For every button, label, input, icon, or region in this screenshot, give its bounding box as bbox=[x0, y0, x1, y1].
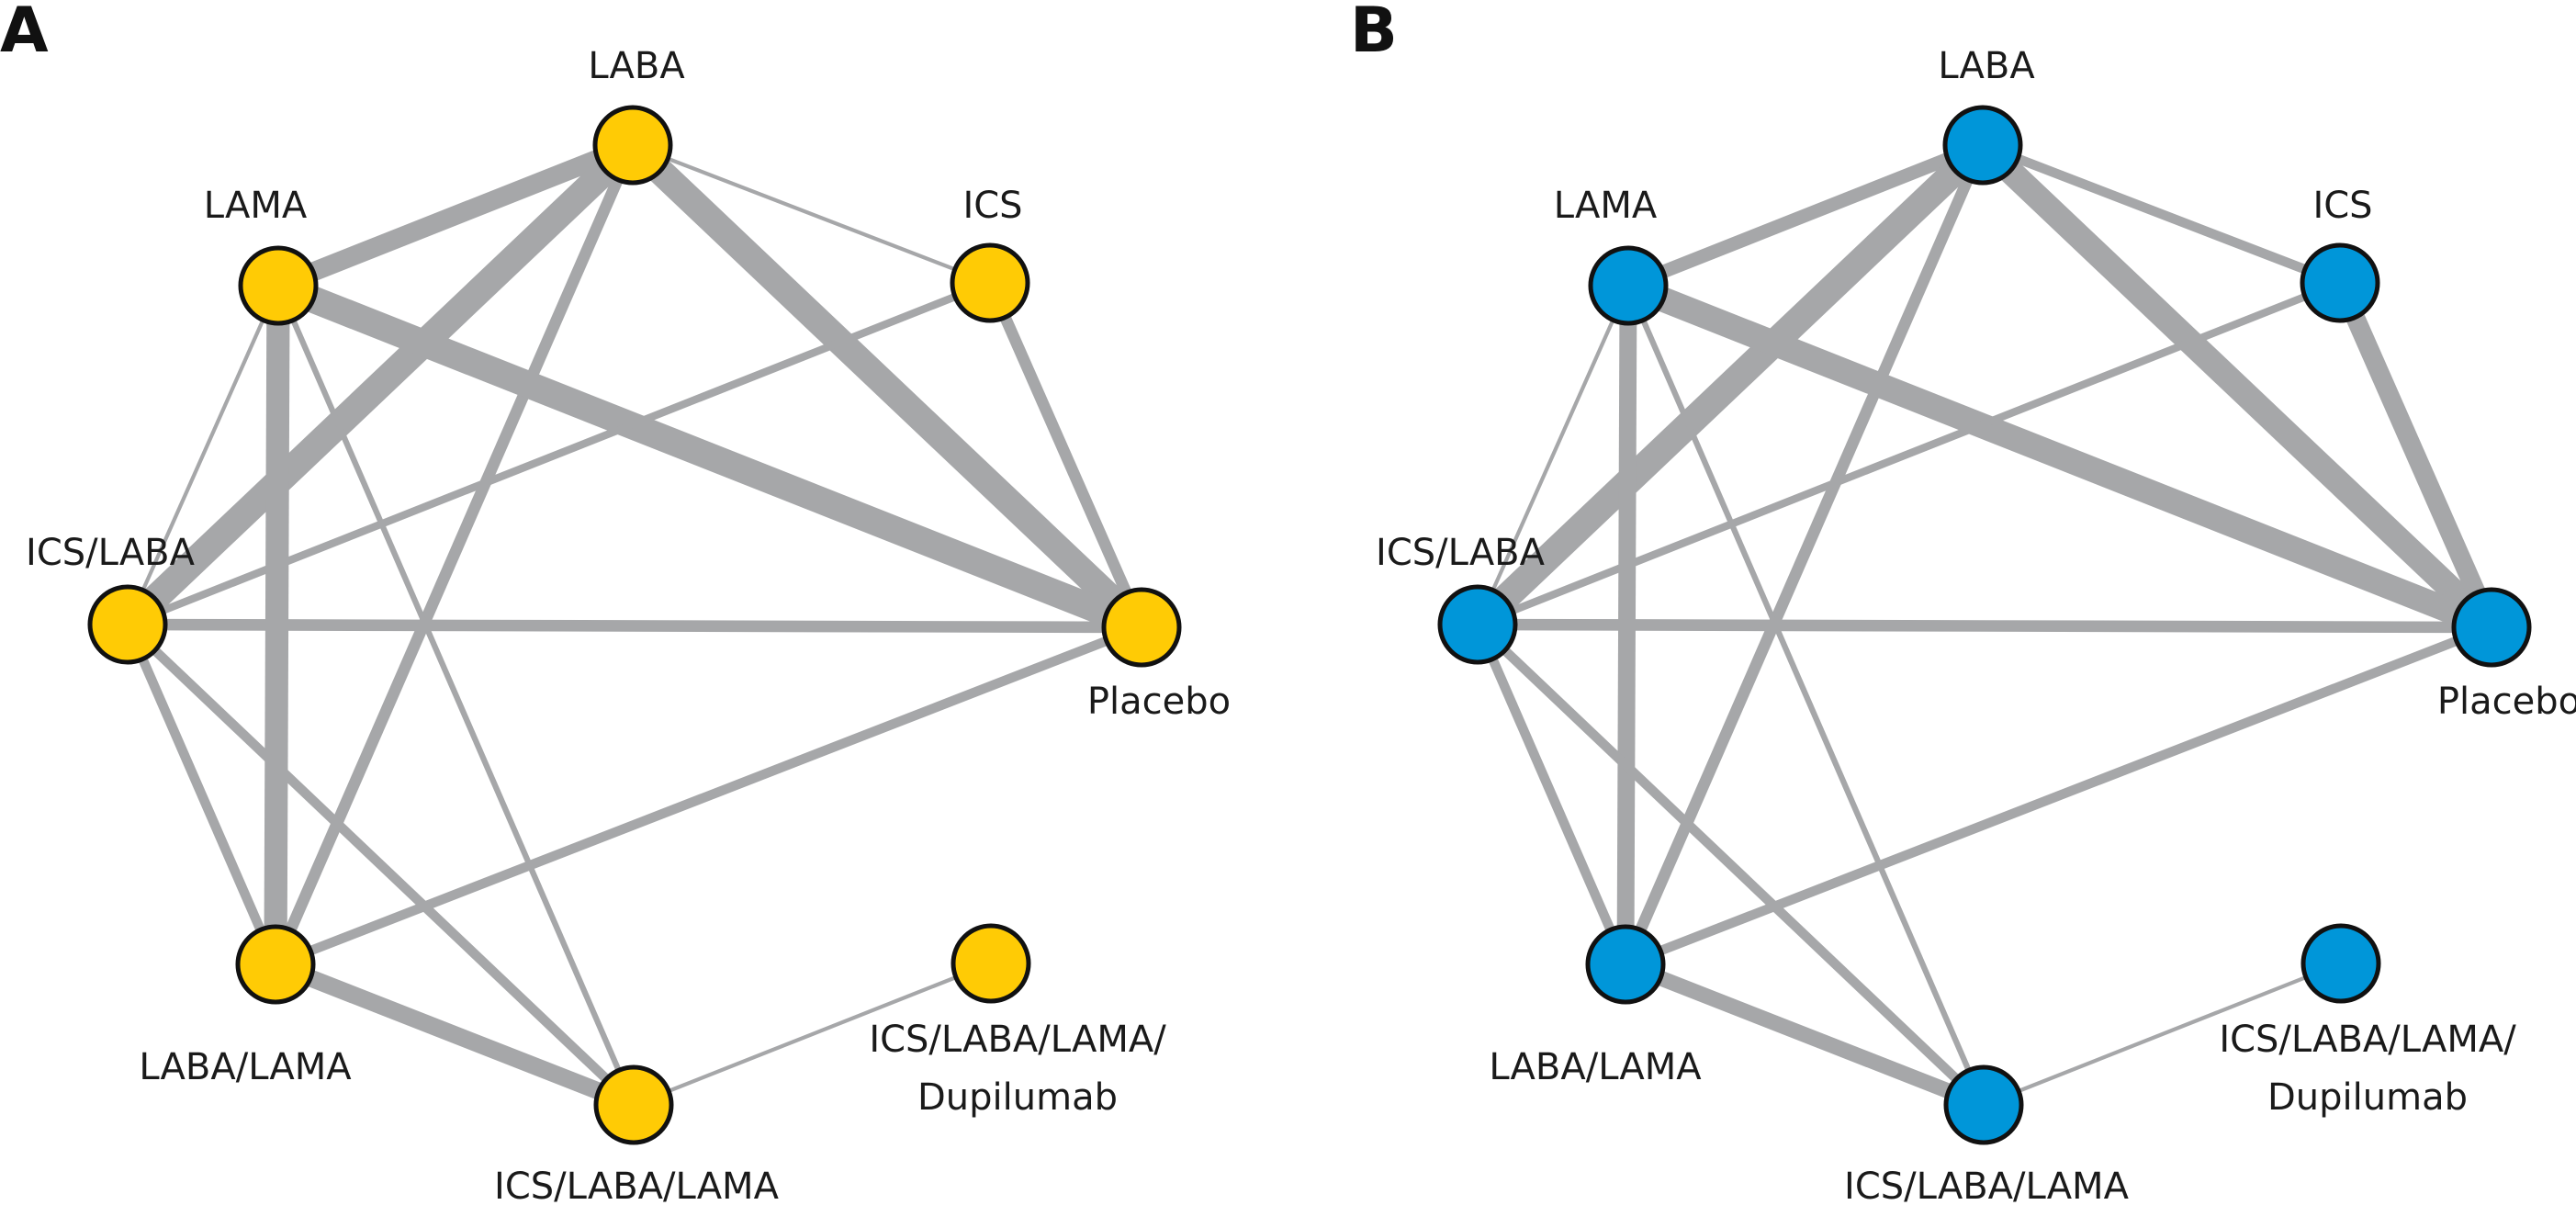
edge-lama-ics-laba bbox=[1476, 285, 1630, 625]
node-ics-laba bbox=[1437, 584, 1518, 665]
edge-lama-placebo bbox=[273, 273, 1147, 640]
edge-ics-ics-laba bbox=[126, 279, 992, 628]
label-laba: LABA bbox=[1938, 45, 2035, 87]
label-ics-laba-lama: ICS/LABA/LAMA bbox=[1844, 1166, 2130, 1205]
label-lama: LAMA bbox=[204, 185, 308, 227]
edge-ics-laba-ics-laba-lama bbox=[124, 621, 637, 1109]
edge-laba-placebo bbox=[623, 135, 1152, 637]
node-lama bbox=[1588, 245, 1669, 326]
label-ics-laba: ICS/LABA bbox=[1376, 532, 1546, 574]
edge-laba-ics bbox=[632, 143, 991, 285]
edge-placebo-laba-lama bbox=[274, 623, 1143, 969]
node-placebo bbox=[2451, 587, 2532, 668]
panel-letter-a: A bbox=[0, 0, 49, 67]
label-laba-lama: LABA/LAMA bbox=[139, 1046, 352, 1088]
edge-laba-ics bbox=[1981, 141, 2342, 287]
node-laba-lama bbox=[235, 924, 316, 1005]
edge-group-a bbox=[118, 135, 1152, 1113]
edge-lama-laba bbox=[1625, 139, 1985, 292]
label-dupi: ICS/LABA/LAMA/Dupilumab bbox=[2219, 1019, 2516, 1119]
label-placebo: Placebo bbox=[2437, 681, 2576, 723]
label-ics-laba-lama: ICS/LABA/LAMA bbox=[494, 1166, 780, 1205]
edge-ics-laba-placebo bbox=[1477, 618, 2492, 634]
node-laba bbox=[592, 105, 673, 186]
edge-laba-placebo bbox=[1974, 136, 2501, 636]
edge-ics-laba-lama-dupi bbox=[633, 962, 992, 1107]
node-dupi bbox=[2300, 923, 2381, 1004]
panel-letter-b: B bbox=[1350, 0, 1398, 67]
label-placebo: Placebo bbox=[1087, 681, 1231, 723]
edge-lama-laba bbox=[275, 136, 636, 295]
label-laba: LABA bbox=[588, 45, 685, 87]
edge-lama-ics-laba-lama bbox=[1625, 284, 1986, 1107]
label-laba-lama: LABA/LAMA bbox=[1489, 1046, 1702, 1088]
node-lama bbox=[238, 245, 319, 326]
node-ics bbox=[950, 242, 1030, 323]
label-dupi: ICS/LABA/LAMA/Dupilumab bbox=[869, 1019, 1166, 1119]
node-placebo bbox=[1101, 587, 1182, 668]
node-ics bbox=[2300, 242, 2380, 323]
node-laba-lama bbox=[1585, 924, 1666, 1005]
edge-laba-lama-ics-laba-lama bbox=[1622, 957, 1987, 1112]
edge-laba-ics-laba bbox=[118, 135, 643, 635]
edge-ics-placebo bbox=[2331, 278, 2501, 632]
edge-ics-laba-lama-dupi bbox=[1983, 962, 2342, 1107]
edge-ics-laba-ics-laba-lama bbox=[1474, 621, 1987, 1109]
label-ics: ICS bbox=[2312, 185, 2372, 227]
edge-ics-placebo bbox=[984, 280, 1147, 630]
edge-placebo-laba-lama bbox=[1624, 623, 2493, 969]
node-dupi bbox=[951, 923, 1031, 1004]
edge-lama-ics-laba-lama bbox=[276, 284, 636, 1107]
edge-ics-laba-laba-lama bbox=[1473, 622, 1630, 967]
edge-laba-lama-ics-laba-lama bbox=[272, 956, 637, 1113]
edge-group-b bbox=[1468, 135, 2501, 1112]
label-lama: LAMA bbox=[1554, 185, 1658, 227]
edge-ics-laba-placebo bbox=[127, 618, 1142, 634]
node-ics-laba-lama bbox=[593, 1064, 674, 1145]
label-ics: ICS bbox=[962, 185, 1022, 227]
node-ics-laba bbox=[87, 584, 168, 665]
edge-ics-laba-laba-lama bbox=[123, 622, 280, 967]
label-ics-laba: ICS/LABA bbox=[26, 532, 196, 574]
edge-lama-ics-laba bbox=[126, 285, 280, 625]
node-laba bbox=[1942, 105, 2023, 186]
node-ics-laba-lama bbox=[1943, 1064, 2024, 1145]
edge-laba-ics-laba bbox=[1468, 135, 1993, 635]
edge-ics-ics-laba bbox=[1476, 279, 2342, 628]
edge-lama-placebo bbox=[1623, 274, 2497, 639]
